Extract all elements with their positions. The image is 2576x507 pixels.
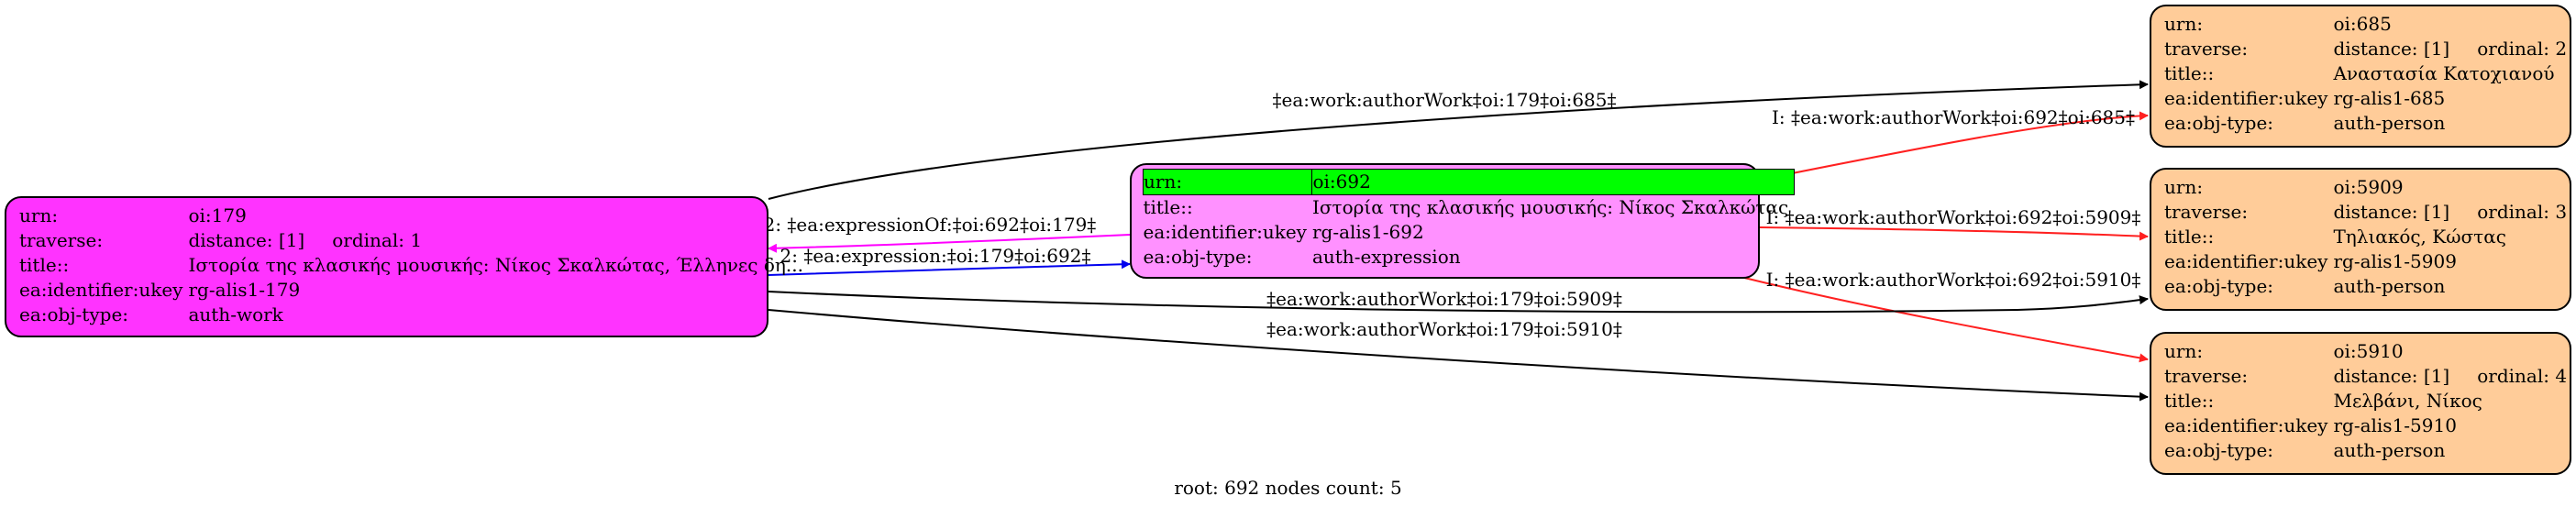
traverse-label: traverse: [19, 229, 104, 251]
node-oi-685[interactable]: urn: oi:685 traverse: distance: [1] ordinal… [2150, 5, 2571, 148]
urn-label: urn: [2164, 13, 2204, 35]
edge-179-5910 [768, 309, 2149, 402]
node-oi-5909[interactable]: urn: oi:5909 traverse: distance: [1] ordina… [2150, 168, 2571, 311]
node-attributes: urn: oi:5909 traverse: distance: [1] ordina… [2164, 175, 2572, 299]
obj-type-label: ea:obj-type: [19, 303, 129, 325]
ukey-label: ea:identifier:ukey [1143, 221, 1307, 243]
ukey-value: rg-alis1-179 [188, 279, 301, 301]
ukey-label: ea:identifier:ukey [2164, 250, 2328, 272]
traverse-label: traverse: [2164, 365, 2249, 387]
traverse-value: distance: [1] ordinal: 3 [2333, 200, 2572, 225]
edge-692-685 [1759, 111, 2149, 181]
ukey-label: ea:identifier:ukey [19, 279, 183, 301]
edge-label-692-685: I: ‡ea:work:authorWork‡oi:692‡oi:685‡ [1772, 106, 2135, 128]
ukey-value: rg-alis1-685 [2333, 87, 2446, 109]
edge-179-5909 [768, 291, 2149, 314]
traverse-value: distance: [1] ordinal: 2 [2333, 37, 2572, 61]
edge-label-692-5910: I: ‡ea:work:authorWork‡oi:692‡oi:5910‡ [1766, 269, 2141, 291]
obj-type-label: ea:obj-type: [2164, 439, 2274, 461]
edge-label-179-685: ‡ea:work:authorWork‡oi:179‡oi:685‡ [1272, 89, 1616, 111]
ordinal-value: ordinal: 4 [2477, 365, 2568, 387]
obj-type-value: auth-person [2333, 275, 2446, 297]
edge-179-692 [768, 259, 1131, 276]
title-label: title:: [19, 254, 70, 276]
distance-value: distance: [1] [188, 229, 305, 251]
edge-label-179-692: 2: ‡ea:expression:‡oi:179‡oi:692‡ [780, 245, 1091, 267]
node-oi-692[interactable]: urn:oi:692 title::Ιστορία της κλασικής μ… [1130, 163, 1795, 279]
distance-value: distance: [1] [2333, 365, 2450, 387]
urn-value: oi:5910 [2333, 340, 2404, 362]
ukey-value: rg-alis1-5909 [2333, 250, 2457, 272]
title-value: Ιστορία της κλασικής μουσικής: Νίκος Σκα… [1311, 196, 1789, 218]
node-oi-179[interactable]: urn: oi:179 traverse: distance: [1] ordinal… [5, 196, 803, 337]
ukey-value: rg-alis1-5910 [2333, 414, 2457, 436]
urn-value: oi:692 [1311, 169, 1795, 195]
distance-value: distance: [1] [2333, 201, 2450, 223]
obj-type-label: ea:obj-type: [1143, 246, 1253, 268]
ordinal-value: ordinal: 3 [2477, 201, 2568, 223]
title-value: Τηλιακός, Κώστας [2333, 226, 2506, 248]
title-value: Αναστασία Κατοχιανού [2333, 62, 2555, 84]
obj-type-label: ea:obj-type: [2164, 112, 2274, 134]
edge-692-5909 [1759, 226, 2149, 241]
obj-type-value: auth-person [2333, 112, 2446, 134]
ordinal-value: ordinal: 1 [332, 229, 423, 251]
title-label: title:: [2164, 226, 2215, 248]
ordinal-value: ordinal: 2 [2477, 38, 2568, 60]
node-oi-5910[interactable]: urn: oi:5910 traverse: distance: [1] ordina… [2150, 332, 2571, 475]
edge-label-179-5909: ‡ea:work:authorWork‡oi:179‡oi:5909‡ [1266, 288, 1622, 310]
title-label: title:: [1143, 196, 1193, 218]
obj-type-value: auth-work [188, 303, 283, 325]
traverse-value: distance: [1] ordinal: 4 [2333, 364, 2572, 389]
title-value: Μελβάνι, Νίκος [2333, 390, 2482, 412]
node-attributes: urn: oi:179 traverse: distance: [1] ordinal… [19, 204, 809, 327]
obj-type-value: auth-expression [1311, 246, 1461, 268]
ukey-value: rg-alis1-692 [1311, 221, 1424, 243]
urn-label: urn: [19, 204, 59, 226]
node-attributes: urn: oi:685 traverse: distance: [1] ordinal… [2164, 12, 2572, 136]
title-label: title:: [2164, 390, 2215, 412]
title-value: Ιστορία της κλασικής μουσικής: Νίκος Σκα… [188, 254, 803, 276]
edge-692-5910 [1732, 274, 2149, 363]
edge-label-692-179: I2: ‡ea:expressionOf:‡oi:692‡oi:179‡ [757, 214, 1097, 236]
obj-type-label: ea:obj-type: [2164, 275, 2274, 297]
edge-692-179 [768, 234, 1131, 253]
traverse-label: traverse: [2164, 201, 2249, 223]
urn-label: urn: [2164, 340, 2204, 362]
ukey-label: ea:identifier:ukey [2164, 414, 2328, 436]
node-attributes: urn:oi:692 title::Ιστορία της κλασικής μ… [1142, 169, 1795, 270]
traverse-value: distance: [1] ordinal: 1 [188, 228, 808, 253]
distance-value: distance: [1] [2333, 38, 2450, 60]
urn-value: oi:685 [2333, 13, 2392, 35]
ukey-label: ea:identifier:ukey [2164, 87, 2328, 109]
graph-footer: root: 692 nodes count: 5 [1174, 477, 1402, 499]
edge-179-685 [768, 80, 2149, 200]
obj-type-value: auth-person [2333, 439, 2446, 461]
edge-label-692-5909: I: ‡ea:work:authorWork‡oi:692‡oi:5909‡ [1766, 206, 2141, 228]
urn-label: urn: [1142, 169, 1313, 195]
urn-value: oi:5909 [2333, 176, 2404, 198]
traverse-label: traverse: [2164, 38, 2249, 60]
urn-label: urn: [2164, 176, 2204, 198]
node-attributes: urn: oi:5910 traverse: distance: [1] ordina… [2164, 339, 2572, 463]
title-label: title:: [2164, 62, 2215, 84]
edge-label-179-5910: ‡ea:work:authorWork‡oi:179‡oi:5910‡ [1266, 318, 1622, 340]
urn-value: oi:179 [188, 204, 247, 226]
